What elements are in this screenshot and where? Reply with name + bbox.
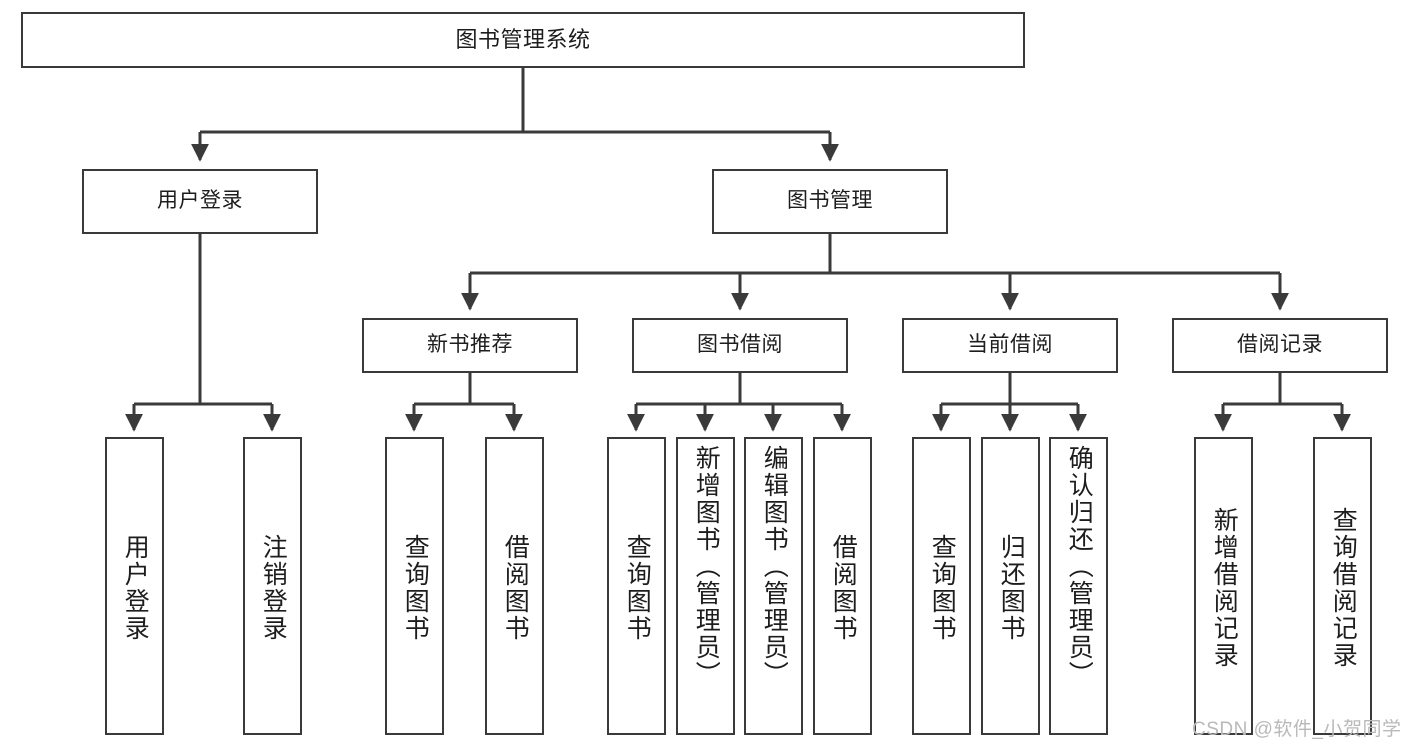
node-book-borrow[interactable]: 图书借阅: [632, 318, 848, 373]
node-leaf-query-book-1[interactable]: 查询图书: [385, 437, 444, 735]
node-leaf-user-login[interactable]: 用户登录: [105, 437, 164, 735]
node-leaf-borrow-book-2-label: 借阅图书: [829, 534, 858, 642]
node-borrow-record-label: 借阅记录: [1237, 333, 1323, 357]
node-current-borrow-label: 当前借阅: [967, 333, 1053, 357]
node-book-manage-label: 图书管理: [787, 189, 873, 213]
node-user-login[interactable]: 用户登录: [82, 169, 318, 234]
node-leaf-query-book-1-label: 查询图书: [401, 534, 430, 642]
node-leaf-query-book-2-label: 查询图书: [623, 534, 652, 642]
node-leaf-return-book[interactable]: 归还图书: [981, 437, 1040, 735]
node-leaf-edit-book-label: 编辑图书（管理员）: [760, 445, 789, 688]
node-leaf-confirm-return-label: 确认归还（管理员）: [1065, 445, 1094, 688]
node-root[interactable]: 图书管理系统: [21, 12, 1025, 68]
node-leaf-logout-label: 注销登录: [259, 534, 288, 642]
node-leaf-borrow-book-1[interactable]: 借阅图书: [485, 437, 544, 735]
node-leaf-add-book-label: 新增图书（管理员）: [692, 445, 721, 688]
node-new-book-rec[interactable]: 新书推荐: [362, 318, 578, 373]
node-leaf-add-book[interactable]: 新增图书（管理员）: [676, 437, 735, 735]
node-leaf-query-record[interactable]: 查询借阅记录: [1313, 437, 1372, 735]
node-leaf-edit-book[interactable]: 编辑图书（管理员）: [744, 437, 803, 735]
node-leaf-return-book-label: 归还图书: [997, 534, 1026, 642]
node-user-login-label: 用户登录: [157, 189, 243, 213]
node-leaf-user-login-label: 用户登录: [121, 534, 150, 642]
node-leaf-query-book-3[interactable]: 查询图书: [912, 437, 971, 735]
node-new-book-rec-label: 新书推荐: [427, 333, 513, 357]
node-leaf-add-record-label: 新增借阅记录: [1210, 507, 1239, 669]
node-leaf-query-book-3-label: 查询图书: [928, 534, 957, 642]
node-current-borrow[interactable]: 当前借阅: [902, 318, 1118, 373]
node-book-borrow-label: 图书借阅: [697, 333, 783, 357]
csdn-watermark: CSDN @软件_小贺同学: [1192, 719, 1402, 740]
node-borrow-record[interactable]: 借阅记录: [1172, 318, 1388, 373]
node-leaf-query-book-2[interactable]: 查询图书: [607, 437, 666, 735]
node-book-manage[interactable]: 图书管理: [712, 169, 948, 234]
node-leaf-confirm-return[interactable]: 确认归还（管理员）: [1049, 437, 1108, 735]
node-root-label: 图书管理系统: [455, 27, 591, 53]
node-leaf-logout[interactable]: 注销登录: [243, 437, 302, 735]
node-leaf-query-record-label: 查询借阅记录: [1329, 507, 1358, 669]
node-leaf-borrow-book-2[interactable]: 借阅图书: [813, 437, 872, 735]
node-leaf-add-record[interactable]: 新增借阅记录: [1194, 437, 1253, 735]
node-leaf-borrow-book-1-label: 借阅图书: [501, 534, 530, 642]
